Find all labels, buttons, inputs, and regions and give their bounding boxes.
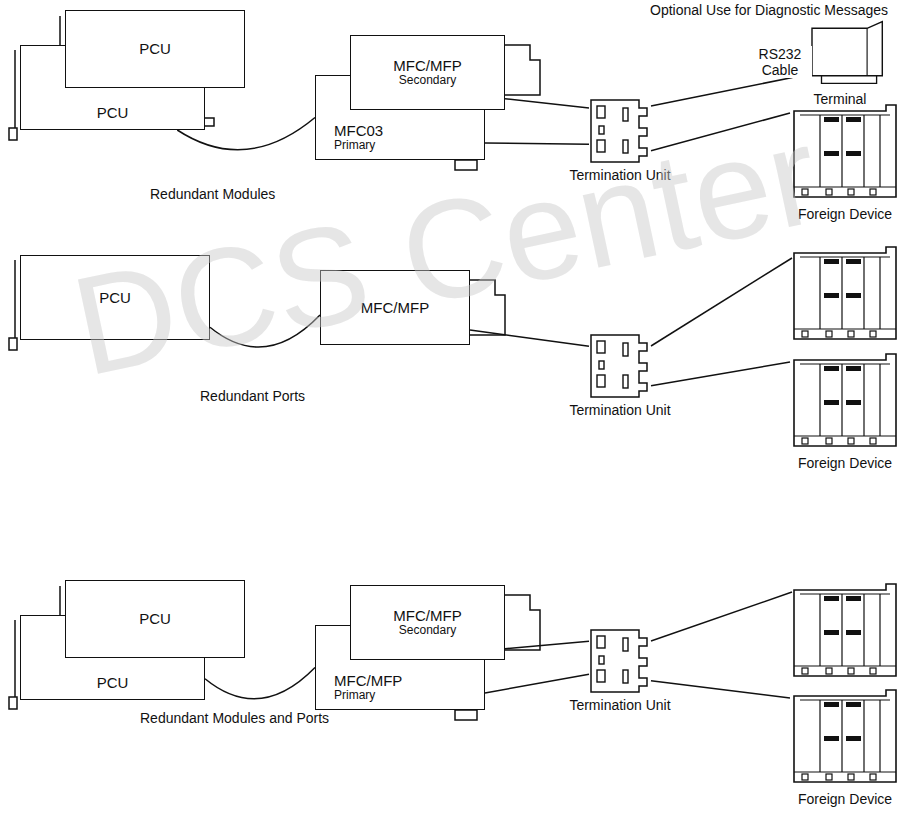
cable-label: RS232 Cable <box>748 46 812 78</box>
cable <box>505 641 589 649</box>
device-label: Termination Unit <box>569 402 670 418</box>
cable <box>505 99 589 108</box>
device-label: Termination Unit <box>569 167 670 183</box>
caption-label: Redundant Modules and Ports <box>140 710 329 726</box>
card-label: PCU <box>139 610 171 627</box>
caption-label: Redundant Ports <box>200 388 305 404</box>
termination-unit-drawing <box>589 333 651 399</box>
caption-label: Redundant Modules <box>150 186 275 202</box>
card-role: Primary <box>334 139 375 153</box>
card-label: MFC03 <box>334 122 383 139</box>
bus-cable <box>205 668 315 699</box>
card-label: MFC/MFP <box>361 299 429 316</box>
device-label: Termination Unit <box>569 697 670 713</box>
mfc-card: MFC/MFP <box>320 270 470 345</box>
pcu-card: PCU <box>20 255 210 340</box>
termination-unit-drawing <box>589 98 651 164</box>
card-label: PCU <box>97 104 129 121</box>
card-label: PCU <box>99 289 131 306</box>
foreign-device-drawing <box>790 688 900 788</box>
termination-unit: Termination Unit <box>560 333 680 418</box>
card-label: PCU <box>139 40 171 57</box>
card-role: Primary <box>334 689 375 703</box>
cable <box>651 362 790 386</box>
foreign-device: Foreign Device <box>785 103 905 222</box>
foreign-device: Foreign Device <box>785 352 905 471</box>
termination-unit-drawing <box>589 628 651 694</box>
termination-unit: Termination Unit <box>560 98 680 183</box>
card-label: MFC/MFP <box>393 607 461 624</box>
mfc-card: MFC/MFPSecondary <box>350 35 505 110</box>
pcu-card: PCU <box>65 580 245 658</box>
foreign-device-drawing <box>790 352 900 452</box>
card-role: Secondary <box>399 74 456 88</box>
device-label: Foreign Device <box>798 206 892 222</box>
cable <box>651 78 793 106</box>
card-role: Secondary <box>399 624 456 638</box>
card-label: MFC/MFP <box>393 57 461 74</box>
cable <box>651 113 790 151</box>
pcu-card: PCU <box>65 10 245 88</box>
cable <box>485 143 589 144</box>
bus-cable <box>210 315 320 347</box>
foreign-device-drawing <box>790 103 900 203</box>
caption-label: Optional Use for Diagnostic Messages <box>650 2 888 18</box>
mfc-card: MFC/MFPSecondary <box>350 585 505 660</box>
cable <box>470 330 589 346</box>
device-label: Foreign Device <box>798 455 892 471</box>
termination-unit: Termination Unit <box>560 628 680 713</box>
cable <box>651 681 790 698</box>
device-label: Terminal <box>814 91 867 107</box>
cable <box>485 674 589 693</box>
card-label: MFC/MFP <box>334 672 402 689</box>
foreign-device: Foreign Device <box>785 688 905 807</box>
card-label: PCU <box>97 674 129 691</box>
device-label: Foreign Device <box>798 791 892 807</box>
